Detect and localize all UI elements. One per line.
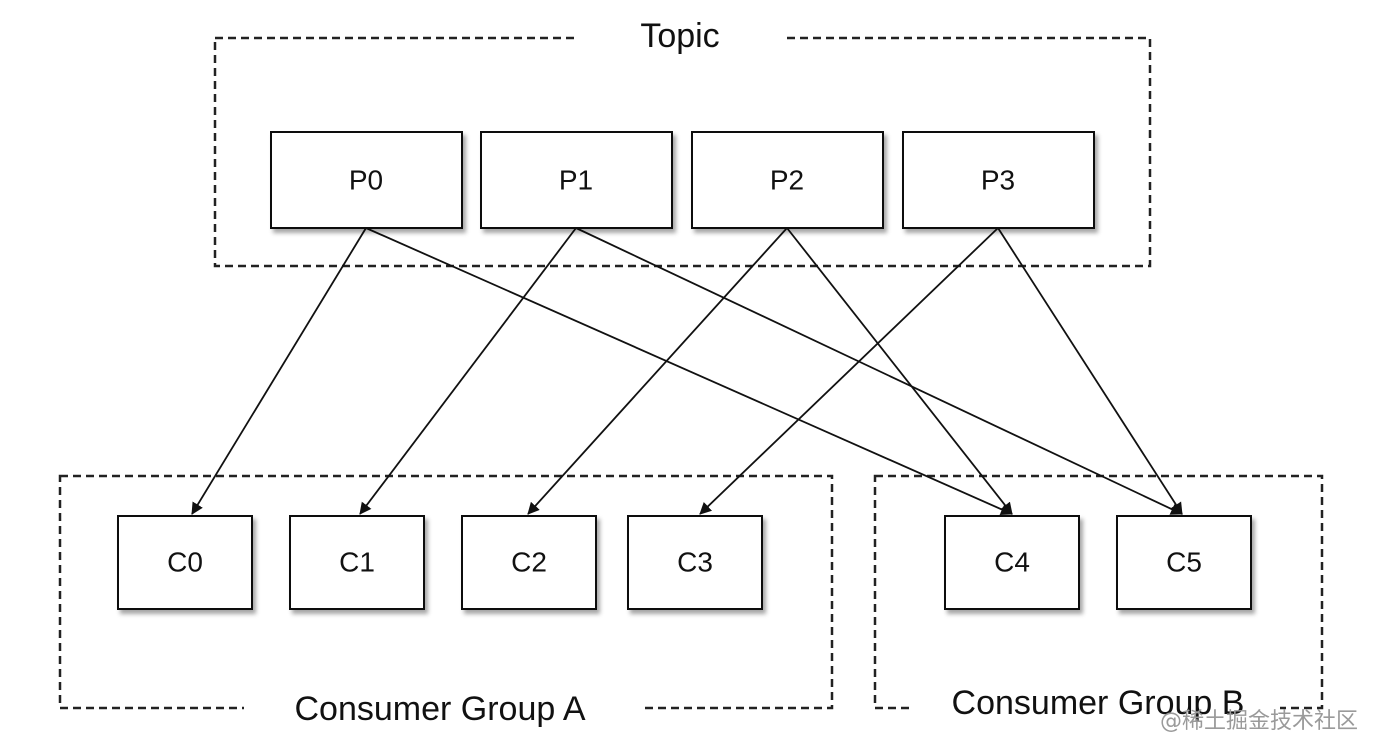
partition-p3-box [902,131,1095,229]
consumer-c4-label: C4 [994,547,1030,578]
consumer-c1: C1 [289,515,425,610]
consumer-group-a-box [58,474,834,710]
edges [191,227,1183,516]
consumer-group-b-box [873,474,1324,710]
consumer-c5-label: C5 [1166,547,1202,578]
consumer-c2-label: C2 [511,547,547,578]
edge-p1-to-c5 [575,227,1183,515]
partition-p1: P1 [480,131,673,229]
edge-p2-to-c4 [786,227,1013,515]
partition-p2-label: P2 [770,165,804,196]
consumer-c4-box [944,515,1080,610]
consumer-c3-box [627,515,763,610]
edge-p3-to-c5 [997,227,1183,515]
consumer-group-a: Consumer Group A [58,474,834,732]
edge-p2-to-c2 [527,227,788,515]
consumer-group-a-title: Consumer Group A [294,690,585,728]
edge-p1-to-c1 [359,227,577,515]
topic-title: Topic [640,17,719,55]
partition-p0: P0 [270,131,463,229]
partition-p3: P3 [902,131,1095,229]
partition-p2-box [691,131,884,229]
partition-p0-label: P0 [349,165,383,196]
consumer-c1-label: C1 [339,547,375,578]
topic-box [213,36,1152,268]
consumer-c0-label: C0 [167,547,203,578]
consumer-group-b: Consumer Group B [873,474,1324,726]
consumer-c0-box [117,515,253,610]
consumer-c1-box [289,515,425,610]
partition-p1-box [480,131,673,229]
consumer-c5-box [1116,515,1252,610]
consumer-group-b-title: Consumer Group B [952,684,1245,722]
consumer-c4: C4 [944,515,1080,610]
edge-p3-to-c3 [699,227,999,515]
edge-p0-to-c4 [365,227,1013,516]
partition-p3-label: P3 [981,165,1015,196]
consumer-c3-label: C3 [677,547,713,578]
edge-p0-to-c0 [191,227,367,515]
partition-p0-box [270,131,463,229]
partition-p1-label: P1 [559,165,593,196]
consumer-c0: C0 [117,515,253,610]
consumer-c5: C5 [1116,515,1252,610]
consumer-c2-box [461,515,597,610]
partition-p2: P2 [691,131,884,229]
watermark-text: @稀土掘金技术社区 [1160,709,1358,734]
consumer-c3: C3 [627,515,763,610]
consumer-c2: C2 [461,515,597,610]
topic-container: Topic [213,14,1152,268]
